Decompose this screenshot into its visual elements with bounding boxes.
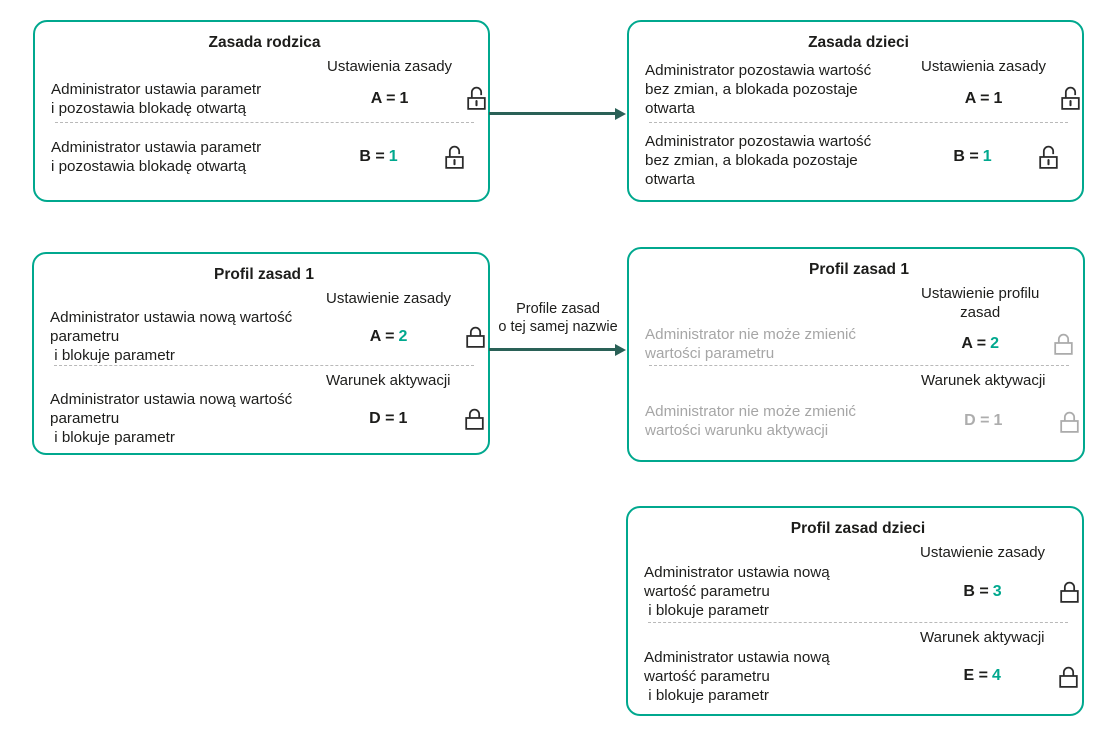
box-title: Profil zasad 1	[214, 266, 314, 283]
closed-lock-icon	[463, 323, 488, 350]
admin-action-text: Administrator ustawia nową wartość param…	[644, 648, 830, 704]
activation-condition-row: Warunek aktywacji Administrator ustawia …	[644, 623, 1078, 707]
open-lock-icon	[464, 85, 489, 112]
box-title: Profil zasad 1	[809, 261, 909, 278]
parameter-value: E =4	[963, 667, 1001, 685]
activation-label: Warunek aktywacji	[326, 372, 451, 389]
closed-lock-icon	[1057, 408, 1082, 435]
parameter-value: D =1	[964, 412, 1003, 429]
open-lock-icon	[1036, 144, 1061, 171]
activation-label: Warunek aktywacji	[920, 628, 1045, 646]
activation-condition-row: Warunek aktywacji Administrator nie może…	[645, 366, 1079, 452]
open-lock-icon	[442, 144, 467, 171]
dashed-divider	[649, 121, 1068, 123]
policy-setting-row: Ustawienia zasady Administrator ustawia …	[51, 52, 486, 122]
parent-to-child-arrow	[489, 107, 626, 120]
admin-action-text: Administrator pozostawia wartość bez zmi…	[645, 132, 872, 188]
admin-action-text: Administrator ustawia nową wartość param…	[644, 564, 830, 620]
child-policy-box: Zasada dzieci Ustawienia zasady Administ…	[627, 20, 1084, 202]
admin-action-text: Administrator ustawia parametr i pozosta…	[51, 80, 262, 117]
admin-action-text: Administrator ustawia parametr i pozosta…	[51, 139, 262, 176]
activation-condition-row: Warunek aktywacji Administrator ustawia …	[50, 366, 484, 447]
closed-lock-icon	[1057, 578, 1082, 605]
parameter-value: B =3	[963, 582, 1002, 600]
policy-setting-row: Ustawienie zasady Administrator ustawia …	[644, 538, 1079, 622]
settings-label: Ustawienia zasady	[327, 58, 453, 75]
policy-setting-row: Administrator ustawia parametr i pozosta…	[51, 123, 478, 193]
policy-setting-row: Administrator pozostawia wartość bez zmi…	[645, 123, 1072, 193]
box-title: Profil zasad dzieci	[790, 520, 926, 537]
settings-label: Ustawienie zasady	[920, 544, 1046, 561]
policy-setting-row: Ustawienie profilu zasad Administrator n…	[645, 279, 1073, 365]
dashed-divider	[55, 121, 474, 123]
profile-to-profile-arrow	[489, 343, 626, 356]
admin-action-text: Administrator pozostawia wartość bez zmi…	[645, 62, 872, 118]
admin-action-text: Administrator nie może zmienić wartości …	[645, 403, 857, 439]
policy-setting-row: Ustawienie zasady Administrator ustawia …	[50, 284, 485, 365]
activation-label: Warunek aktywacji	[921, 372, 1046, 389]
policy-profile1-parent-box: Profil zasad 1 Ustawienie zasady Adminis…	[32, 252, 490, 455]
parent-policy-box: Zasada rodzica Ustawienia zasady Adminis…	[33, 20, 490, 202]
open-lock-icon	[1058, 85, 1083, 112]
policy-profile1-child-box: Profil zasad 1 Ustawienie profilu zasad …	[627, 247, 1085, 462]
admin-action-text: Administrator ustawia nową wartość param…	[50, 309, 293, 364]
settings-label: Ustawienia zasady	[921, 58, 1047, 75]
admin-action-text: Administrator nie może zmienić wartości …	[645, 325, 857, 362]
admin-action-text: Administrator ustawia nową wartość param…	[50, 391, 293, 446]
closed-lock-icon	[462, 405, 487, 432]
box-title: Zasada dzieci	[808, 34, 909, 51]
settings-label: Ustawienie profilu zasad	[921, 285, 1040, 321]
parameter-value: A =2	[961, 334, 1000, 352]
box-title: Zasada rodzica	[208, 34, 321, 51]
dashed-divider	[649, 365, 1069, 366]
parameter-value: D =1	[369, 409, 408, 427]
parameter-value: B =1	[359, 148, 398, 166]
child-policy-profile-box: Profil zasad dzieci Ustawienie zasady Ad…	[626, 506, 1084, 716]
closed-lock-icon	[1056, 663, 1081, 690]
parameter-value: B =1	[953, 148, 992, 166]
parameter-value: A =1	[964, 89, 1003, 107]
parameter-value: A =1	[370, 89, 409, 107]
profile-arrow-label: Profile zasad o tej samej nazwie	[498, 301, 618, 335]
settings-label: Ustawienie zasady	[326, 290, 452, 307]
dashed-divider	[54, 365, 474, 366]
dashed-divider	[648, 621, 1068, 623]
parameter-value: A =2	[369, 327, 408, 345]
closed-lock-icon	[1051, 330, 1076, 357]
policy-setting-row: Ustawienia zasady Administrator pozostaw…	[645, 52, 1080, 122]
